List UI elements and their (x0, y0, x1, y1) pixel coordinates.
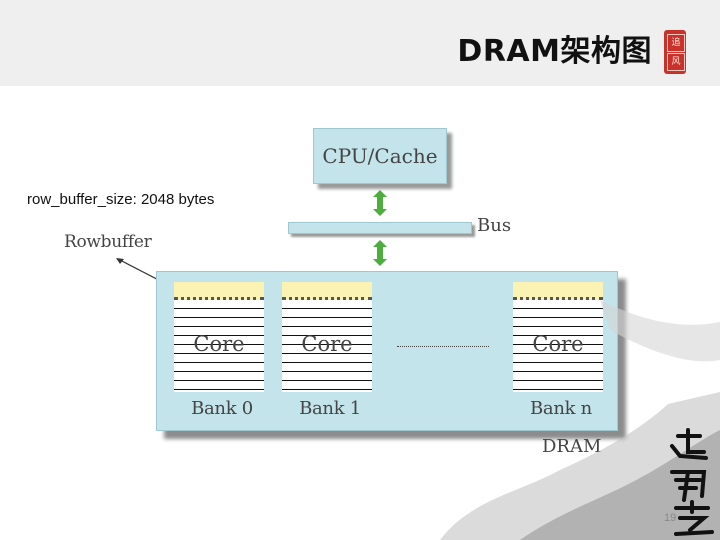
dram-box: Core Core Core Bank 0 Bank 1 Bank n (156, 271, 618, 431)
bus-bar (288, 222, 472, 234)
row-buffer (513, 282, 603, 300)
core-label: Core (193, 332, 245, 356)
header-band (0, 0, 720, 86)
cpu-cache-label: CPU/Cache (322, 144, 438, 168)
core-array: Core (174, 300, 264, 392)
red-seal-stamp: 追 风 (664, 30, 686, 74)
bus-label: Bus (477, 215, 512, 236)
double-arrow-icon (373, 190, 387, 216)
row-buffer-size-text: row_buffer_size: 2048 bytes (27, 191, 215, 208)
row-buffer (282, 282, 372, 300)
bank-0: Core (174, 282, 264, 392)
bank-ellipsis (397, 346, 489, 347)
dram-label: DRAM (542, 436, 602, 457)
row-buffer (174, 282, 264, 300)
page-number: 19 (664, 512, 677, 524)
double-arrow-icon (373, 240, 387, 266)
bank-label: Bank 0 (191, 398, 253, 419)
seal-char: 风 (667, 53, 685, 71)
core-label: Core (532, 332, 584, 356)
cpu-cache-box: CPU/Cache (313, 128, 447, 184)
bank-label: Bank 1 (299, 398, 361, 419)
core-array: Core (513, 300, 603, 392)
slide-title: DRAM架构图 (457, 34, 652, 69)
core-label: Core (301, 332, 353, 356)
bank-1: Core (282, 282, 372, 392)
core-array: Core (282, 300, 372, 392)
seal-char: 追 (667, 34, 685, 52)
bank-label: Bank n (530, 398, 592, 419)
row-buffer-label: Rowbuffer (64, 232, 152, 252)
bank-n: Core (513, 282, 603, 392)
